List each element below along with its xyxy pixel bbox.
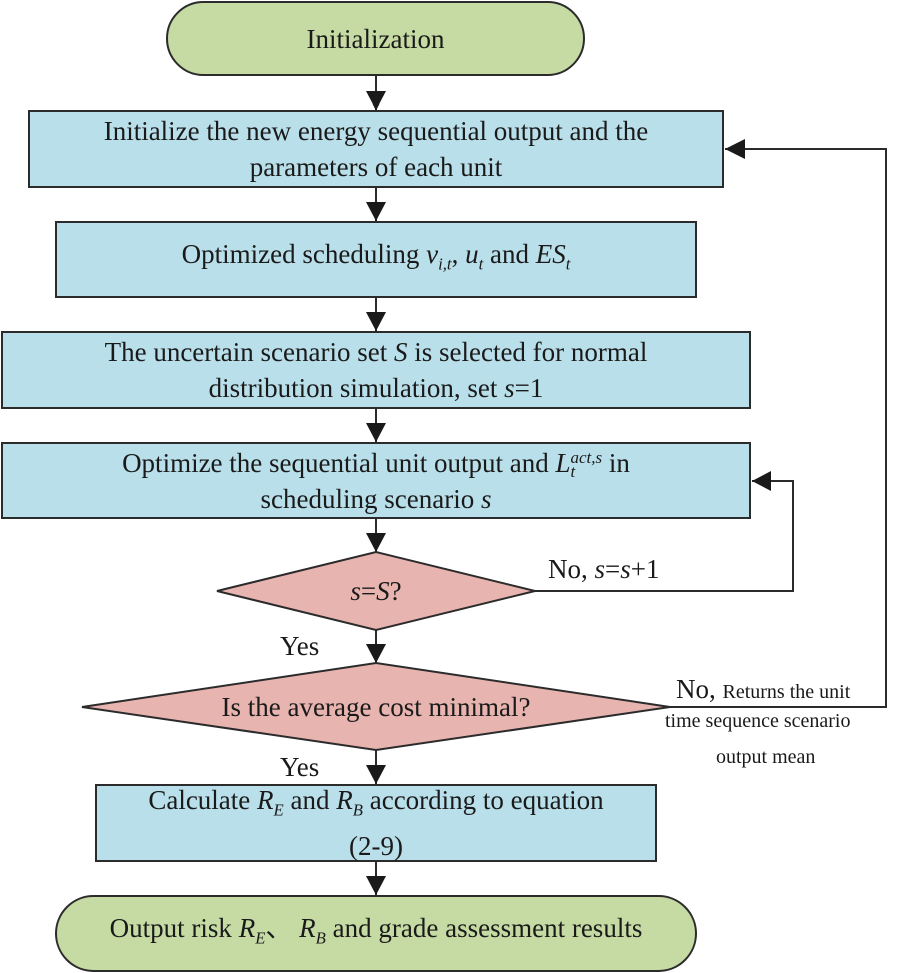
optimized-scheduling-box: Optimized scheduling vi,t, ut and ESt	[55, 221, 697, 298]
loop-no-cost-return	[670, 148, 887, 708]
label-yes-1: Yes	[280, 631, 320, 661]
label-no-s-increment: No, s=s+1	[548, 554, 660, 584]
label-no-return: No, Returns the unit	[676, 674, 851, 704]
label-no-return-line-3: output mean	[716, 746, 816, 768]
calculate-line-1: Calculate RE and RB according to equatio…	[148, 784, 604, 820]
sequential-unit-output-box: Optimize the sequential unit output and …	[1, 442, 751, 519]
scenario-set-box: The uncertain scenario set S is selected…	[1, 331, 751, 409]
calculate-risk-box: Calculate RE and RB according to equatio…	[95, 784, 657, 862]
start-label: Initialization	[306, 23, 445, 54]
decision-diamond-average-cost	[81, 661, 671, 752]
label-no-return-line-2: time sequence scenario	[665, 710, 851, 732]
decision-s-equals-S-text: s=S?	[350, 576, 402, 606]
decision-average-cost-text: Is the average cost minimal?	[221, 692, 531, 722]
label-yes-2: Yes	[280, 752, 320, 782]
end-terminal: Output risk RE、 RB and grade assessment …	[55, 895, 697, 972]
initialize-line-1: Initialize the new energy sequential out…	[103, 116, 649, 146]
initialize-line-2: parameters of each unit	[249, 152, 503, 182]
scenario-line-1: The uncertain scenario set S is selected…	[104, 337, 648, 367]
arrowheads	[366, 91, 771, 895]
unit-output-line-2: scheduling scenario s	[260, 483, 492, 514]
unit-output-line-1: Optimize the sequential unit output and …	[122, 447, 630, 482]
calculate-line-2: (2-9)	[349, 831, 403, 862]
scenario-line-2: distribution simulation, set s=1	[208, 373, 544, 403]
initialize-process-box: Initialize the new energy sequential out…	[28, 110, 724, 188]
end-label: Output risk RE、 RB and grade assessment …	[109, 913, 643, 948]
optimized-scheduling-text: Optimized scheduling vi,t, ut and ESt	[181, 239, 571, 274]
loop-no-s-increment	[535, 480, 794, 592]
start-terminal: Initialization	[166, 1, 585, 76]
decision-diamond-s-equals-S	[216, 550, 536, 632]
